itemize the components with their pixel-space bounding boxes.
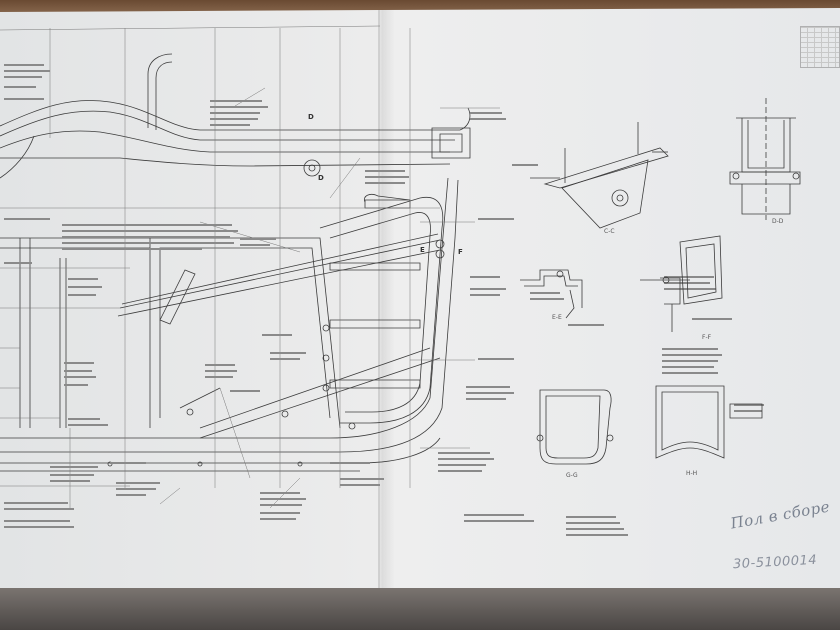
- blueprint-canvas: [0, 8, 840, 604]
- section-label-gg: G-G: [566, 472, 578, 479]
- section-ff-drawing: [640, 235, 723, 332]
- section-label-cc: C-C: [604, 228, 615, 235]
- section-dd-drawing: [729, 98, 801, 220]
- section-hh-drawing: [655, 385, 763, 459]
- revision-stamp-grid: [800, 26, 840, 68]
- view-marker-f: F: [458, 248, 463, 256]
- view-marker-e: E: [420, 246, 425, 254]
- annotation-notes: [4, 64, 764, 536]
- section-cc-drawing: [530, 122, 669, 229]
- section-ee-drawing: [520, 269, 583, 319]
- section-label-ee: E-E: [552, 314, 562, 321]
- view-marker-d-top: D: [308, 113, 314, 121]
- section-gg-drawing: [536, 389, 614, 465]
- drawing-sheet: D D E F C-C D-D E-E F-F G-G H-H Пол в сб…: [0, 8, 840, 606]
- section-label-dd: D-D: [772, 218, 784, 225]
- section-label-ff: F-F: [702, 334, 712, 341]
- section-label-hh: H-H: [686, 470, 698, 477]
- paper-sheet: [0, 8, 840, 604]
- view-marker-d-bottom: D: [318, 174, 324, 182]
- desk-background: [0, 588, 840, 630]
